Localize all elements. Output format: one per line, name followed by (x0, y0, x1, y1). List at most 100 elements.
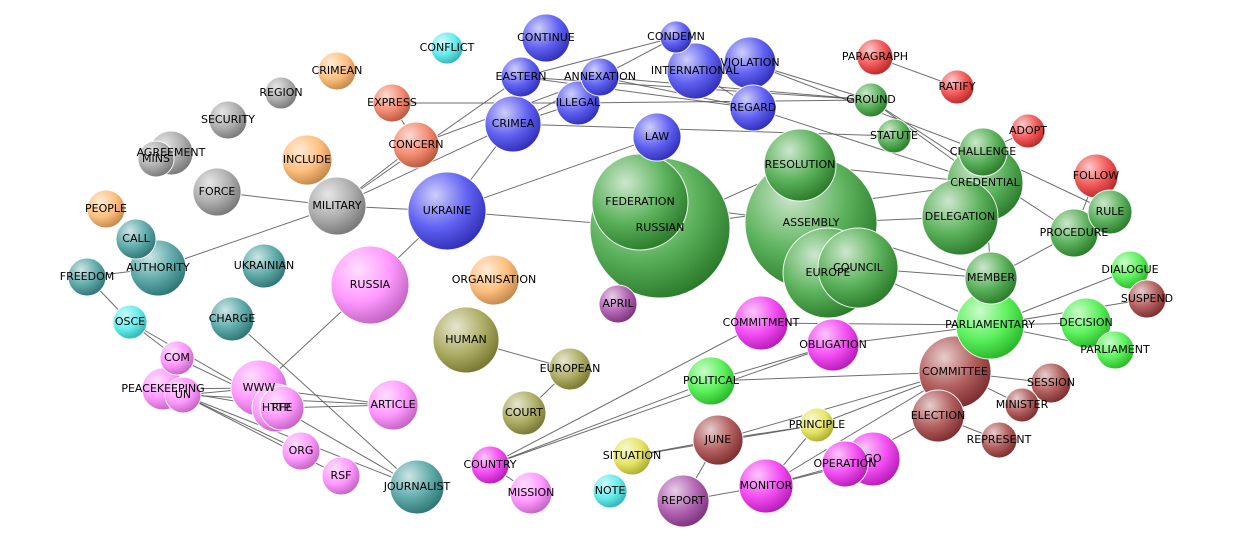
node-organisation[interactable] (468, 254, 520, 306)
node-mins[interactable] (137, 140, 175, 178)
node-label-represent: REPRESENT (967, 433, 1032, 446)
node-obligation[interactable] (806, 318, 860, 372)
node-international[interactable] (666, 42, 724, 100)
node-condemn[interactable] (659, 20, 693, 54)
node-rfe[interactable] (259, 385, 305, 431)
node-journalist[interactable] (389, 459, 445, 515)
node-principle[interactable] (799, 407, 835, 443)
node-mission[interactable] (509, 471, 553, 515)
node-adopt[interactable] (1010, 113, 1046, 149)
node-label-crimean: CRIMEAN (312, 64, 363, 77)
node-country[interactable] (470, 445, 510, 485)
node-label-dialogue: DIALOGUE (1101, 263, 1158, 276)
node-label-conflict: CONFLICT (420, 41, 475, 54)
node-force[interactable] (192, 167, 242, 217)
node-label-follow: FOLLOW (1073, 169, 1120, 182)
node-label-include: INCLUDE (283, 153, 331, 166)
node-court[interactable] (501, 390, 547, 436)
node-human[interactable] (432, 306, 500, 374)
edge-country-commitment (489, 322, 762, 466)
node-label-parliamentary: PARLIAMENTARY (945, 318, 1035, 331)
node-military[interactable] (307, 176, 367, 236)
node-label-report: REPORT (661, 494, 705, 507)
node-european[interactable] (548, 347, 592, 391)
node-political[interactable] (686, 356, 736, 406)
node-operation[interactable] (821, 440, 869, 488)
node-label-challenge: CHALLENGE (950, 145, 1016, 158)
node-continue[interactable] (521, 13, 571, 63)
node-label-european: EUROPEAN (540, 362, 601, 375)
node-region[interactable] (264, 76, 298, 110)
edge-eastern-regard (520, 76, 754, 109)
node-ukraine[interactable] (407, 171, 487, 251)
node-dialogue[interactable] (1110, 250, 1150, 290)
node-law[interactable] (632, 112, 682, 162)
node-april[interactable] (598, 284, 638, 324)
node-june[interactable] (692, 414, 744, 466)
node-paragraph[interactable] (856, 38, 894, 76)
node-crimean[interactable] (317, 51, 357, 91)
node-regard[interactable] (729, 84, 777, 132)
node-freedom[interactable] (67, 257, 107, 297)
node-article[interactable] (367, 379, 419, 431)
node-label-human: HUMAN (445, 333, 487, 346)
node-challenge[interactable] (958, 127, 1008, 177)
node-report[interactable] (656, 474, 710, 528)
node-note[interactable] (592, 473, 628, 509)
node-situation[interactable] (612, 436, 652, 476)
node-russia[interactable] (330, 245, 410, 325)
node-rsf[interactable] (321, 456, 361, 496)
node-delegation[interactable] (921, 178, 999, 256)
node-represent[interactable] (980, 421, 1018, 459)
node-security[interactable] (208, 100, 248, 140)
node-concern[interactable] (392, 121, 440, 169)
node-session[interactable] (1030, 362, 1072, 404)
edge-political-committee (710, 371, 956, 382)
node-label-russia: RUSSIA (350, 278, 391, 291)
node-label-charge: CHARGE (209, 312, 256, 325)
node-council[interactable] (817, 227, 899, 309)
node-statute[interactable] (876, 118, 912, 154)
node-charge[interactable] (209, 296, 255, 342)
node-crimea[interactable] (484, 95, 542, 153)
node-people[interactable] (86, 189, 126, 229)
node-label-monitor: MONITOR (740, 479, 793, 492)
edge-annexation-ground (599, 76, 872, 101)
node-commitment[interactable] (733, 295, 789, 351)
node-monitor[interactable] (738, 458, 794, 514)
node-label-june: JUNE (704, 433, 732, 446)
edge-crimea-statute (512, 123, 895, 137)
node-suspend[interactable] (1127, 279, 1167, 319)
node-label-parliament: PARLIAMENT (1080, 343, 1150, 356)
node-osce[interactable] (112, 304, 148, 340)
node-rule[interactable] (1087, 189, 1133, 235)
node-com[interactable] (159, 340, 195, 376)
node-label-procedure: PROCEDURE (1040, 226, 1109, 239)
node-label-eastern: EASTERN (496, 70, 547, 83)
node-express[interactable] (372, 83, 412, 123)
node-resolution[interactable] (763, 128, 837, 202)
node-ukrainian[interactable] (241, 243, 287, 289)
node-annexation[interactable] (580, 57, 620, 97)
node-eastern[interactable] (500, 56, 542, 98)
node-parliament[interactable] (1095, 330, 1135, 370)
node-decision[interactable] (1060, 297, 1112, 349)
edge-country-political (489, 380, 712, 466)
node-un[interactable] (164, 376, 202, 414)
node-minister[interactable] (1004, 387, 1040, 423)
node-ground[interactable] (853, 82, 889, 118)
node-member[interactable] (964, 251, 1018, 305)
node-label-call: CALL (122, 232, 150, 245)
node-conflict[interactable] (430, 31, 464, 65)
node-procedure[interactable] (1049, 208, 1099, 258)
node-include[interactable] (281, 134, 333, 186)
node-election[interactable] (911, 389, 965, 443)
node-label-article: ARTICLE (370, 398, 415, 411)
node-label-rsf: RSF (331, 469, 352, 482)
node-org[interactable] (281, 431, 321, 471)
node-call[interactable] (115, 218, 157, 260)
node-label-committee: COMMITTEE (922, 365, 988, 378)
edge-country-obligation (489, 344, 834, 466)
node-label-election: ELECTION (911, 409, 966, 422)
node-ratify[interactable] (939, 69, 975, 105)
